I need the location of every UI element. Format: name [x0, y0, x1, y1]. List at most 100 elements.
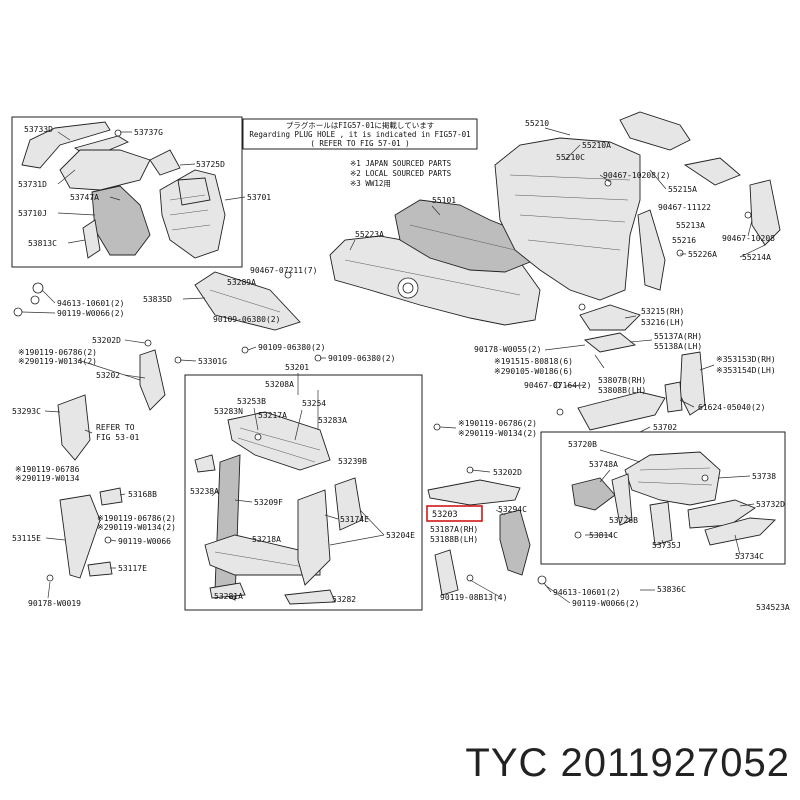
label-53294C[interactable]: 53294C [498, 505, 527, 514]
label-53701[interactable]: 53701 [247, 193, 271, 202]
label-53702[interactable]: 53702 [653, 423, 677, 432]
label-53204E[interactable]: 53204E [386, 531, 415, 540]
label-53153D[interactable]: ※353153D(RH) [716, 355, 776, 364]
label-55216[interactable]: 55216 [672, 236, 696, 245]
label-53154D[interactable]: ※353154D(LH) [716, 366, 776, 375]
label-53202D-b[interactable]: 53202D [493, 468, 522, 477]
label-53209F[interactable]: 53209F [254, 498, 283, 507]
label-53733D[interactable]: 53733D [24, 125, 53, 134]
label-53253B[interactable]: 53253B [237, 397, 266, 406]
label-53201[interactable]: 53201 [285, 363, 309, 372]
label-53202[interactable]: 53202 [96, 371, 120, 380]
label-55213A[interactable]: 55213A [676, 221, 705, 230]
label-90109-a[interactable]: 90109-06380(2) [258, 343, 325, 352]
label-53174E[interactable]: 53174E [340, 515, 369, 524]
label-55137A[interactable]: 55137A(RH) [654, 332, 702, 341]
label-53281A[interactable]: 53281A [214, 592, 243, 601]
group-lower-center-parts [174, 346, 363, 605]
label-55210C[interactable]: 55210C [556, 153, 585, 162]
label-55210A[interactable]: 55210A [582, 141, 611, 150]
label-90467-a[interactable]: 90467-07211(7) [250, 266, 317, 275]
label-53814C[interactable]: 53814C [589, 531, 618, 540]
label-53282[interactable]: 53282 [332, 595, 356, 604]
label-55223A[interactable]: 55223A [355, 230, 384, 239]
label-90467-d[interactable]: 90467-10208 [722, 234, 775, 243]
label-refer-2[interactable]: FIG 53-01 [96, 433, 140, 442]
label-53117E[interactable]: 53117E [118, 564, 147, 573]
label-53726B[interactable]: 53726B [609, 516, 638, 525]
group-upper-right-parts [604, 111, 781, 291]
frame-lower-center [184, 374, 423, 611]
label-53737G[interactable]: 53737G [134, 128, 163, 137]
label-53748A[interactable]: 53748A [589, 460, 618, 469]
label-90109-b[interactable]: 90109-06380(2) [328, 354, 395, 363]
label-53239B[interactable]: 53239B [338, 457, 367, 466]
label-53254[interactable]: 53254 [302, 399, 326, 408]
label-53738[interactable]: 53738 [752, 472, 776, 481]
label-90119-d1[interactable]: ※190119-06786(2) [97, 514, 176, 523]
legend-local: ※2 LOCAL SOURCED PARTS [350, 169, 452, 178]
label-55101[interactable]: 55101 [432, 196, 456, 205]
label-90119-b2[interactable]: ※290119-W0134(2) [18, 357, 97, 366]
label-53835D[interactable]: 53835D [143, 295, 172, 304]
label-53720B[interactable]: 53720B [568, 440, 597, 449]
label-refer-1[interactable]: REFER TO [96, 423, 135, 432]
label-90105[interactable]: ※290105-W0186(6) [494, 367, 573, 376]
label-53208A[interactable]: 53208A [265, 380, 294, 389]
label-53283A[interactable]: 53283A [318, 416, 347, 425]
label-90119-f2[interactable]: ※290119-W0134(2) [458, 429, 537, 438]
label-53732D[interactable]: 53732D [756, 500, 785, 509]
label-90178[interactable]: 90178-W0019 [28, 599, 81, 608]
label-90119-b1[interactable]: ※190119-06786(2) [18, 348, 97, 357]
label-90119-h[interactable]: 90119-W0066(2) [572, 599, 639, 608]
label-53725D[interactable]: 53725D [196, 160, 225, 169]
label-90109-a-left[interactable]: 90109-06380(2) [213, 315, 280, 324]
label-91515[interactable]: ※191515-80818(6) [494, 357, 573, 366]
label-61624[interactable]: 61624-05040(2) [698, 403, 765, 412]
label-53203[interactable]: 53203 [432, 510, 458, 520]
label-53188B[interactable]: 53188B(LH) [430, 535, 478, 544]
label-53710J[interactable]: 53710J [18, 209, 47, 218]
label-53836C[interactable]: 53836C [657, 585, 686, 594]
label-53217A[interactable]: 53217A [258, 411, 287, 420]
label-55226A[interactable]: 55226A [688, 250, 717, 259]
label-94613-a[interactable]: 94613-10601(2) [57, 299, 124, 308]
label-53238A[interactable]: 53238A [190, 487, 219, 496]
label-90119-e[interactable]: 90119-W0066 [118, 537, 171, 546]
label-53202D[interactable]: 53202D [92, 336, 121, 345]
label-55138A[interactable]: 55138A(LH) [654, 342, 702, 351]
label-90119-g[interactable]: 90119-08B13(4) [440, 593, 507, 602]
label-94613-b[interactable]: 94613-10601(2) [553, 588, 620, 597]
label-53216[interactable]: 53216(LH) [641, 318, 684, 327]
label-90467-e[interactable]: 90467-07164(2) [524, 381, 591, 390]
label-53168B[interactable]: 53168B [128, 490, 157, 499]
label-53808B[interactable]: 53808B(LH) [598, 386, 646, 395]
label-53293C[interactable]: 53293C [12, 407, 41, 416]
label-53187A[interactable]: 53187A(RH) [430, 525, 478, 534]
label-53731D[interactable]: 53731D [18, 180, 47, 189]
label-90467-c[interactable]: 90467-11122 [658, 203, 711, 212]
label-55215A[interactable]: 55215A [668, 185, 697, 194]
legend-ww12: ※3 WW12用 [350, 179, 391, 188]
label-53289A[interactable]: 53289A [227, 278, 256, 287]
label-53807B[interactable]: 53807B(RH) [598, 376, 646, 385]
label-53735J[interactable]: 53735J [652, 541, 681, 550]
label-90119-c2[interactable]: ※290119-W0134 [15, 474, 80, 483]
label-53813C[interactable]: 53813C [28, 239, 57, 248]
label-53734C[interactable]: 53734C [735, 552, 764, 561]
label-53301G[interactable]: 53301G [198, 357, 227, 366]
label-90178-b[interactable]: 90178-W0055(2) [474, 345, 541, 354]
label-90119-d2[interactable]: ※290119-W0134(2) [97, 523, 176, 532]
label-53218A[interactable]: 53218A [252, 535, 281, 544]
label-90467-b[interactable]: 90467-10208(2) [603, 171, 670, 180]
label-53747A[interactable]: 53747A [70, 193, 99, 202]
label-90119-f1[interactable]: ※190119-06786(2) [458, 419, 537, 428]
label-53283N[interactable]: 53283N [214, 407, 243, 416]
label-55210[interactable]: 55210 [525, 119, 549, 128]
label-90119-c1[interactable]: ※190119-06786 [15, 465, 80, 474]
label-53215[interactable]: 53215(RH) [641, 307, 684, 316]
label-55214A[interactable]: 55214A [742, 253, 771, 262]
label-53115E[interactable]: 53115E [12, 534, 41, 543]
label-90119-a[interactable]: 90119-W0066(2) [57, 309, 124, 318]
